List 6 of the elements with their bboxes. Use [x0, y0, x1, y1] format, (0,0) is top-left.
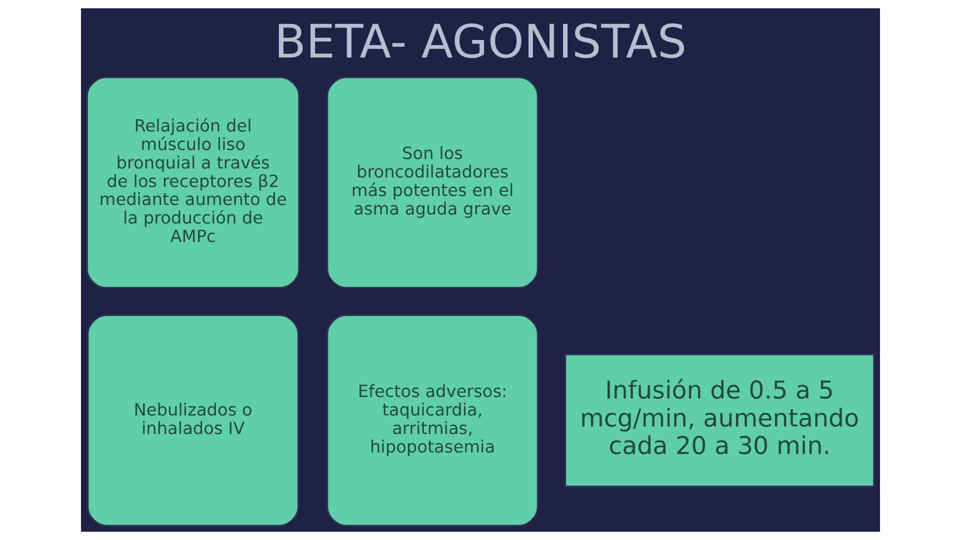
- node-box: Son los broncodilatadores más potentes en el asma aguda grave: [326, 76, 538, 288]
- node-box: Relajación del músculo liso bronquial a través de los receptores β2 mediante aumento de la producción de AMPc: [86, 76, 300, 288]
- node-box: Efectos adversos: taquicardia, arritmias, hipopotasemia: [326, 314, 538, 526]
- node-box: Nebulizados o inhalados IV: [86, 314, 298, 526]
- diagram-title: BETA- AGONISTAS: [274, 14, 686, 68]
- node-box: Infusión de 0.5 a 5 mcg/min, aumentando cada 20 a 30 min.: [564, 354, 874, 488]
